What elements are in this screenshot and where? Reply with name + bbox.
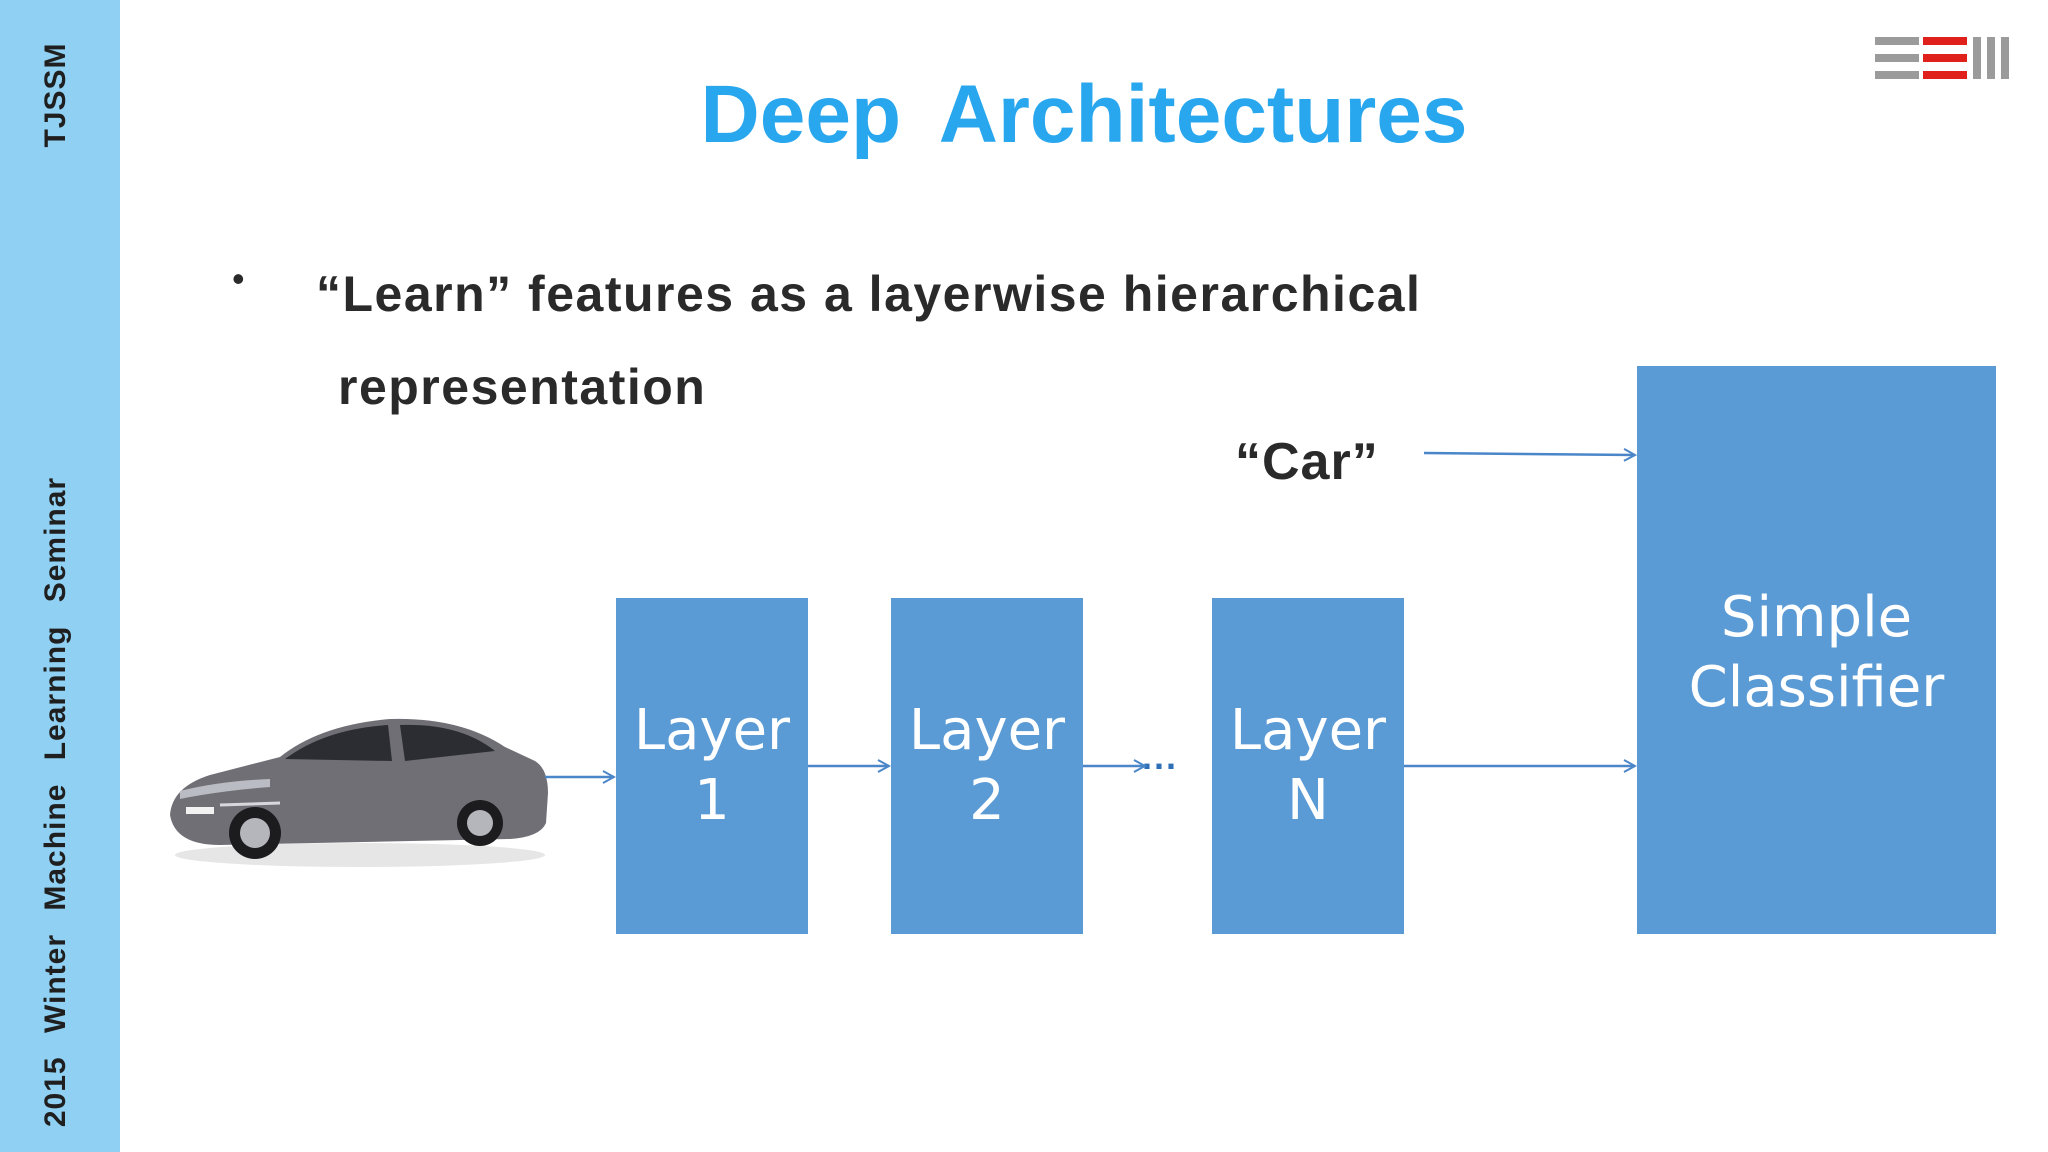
- bullet-marker: •: [232, 258, 245, 299]
- layer-1-number: 1: [694, 768, 730, 833]
- sidebar-band: [0, 0, 120, 1152]
- simple-classifier-box: Simple Classifier: [1637, 366, 1996, 934]
- striped-logo-icon: [1875, 37, 2009, 79]
- layer-2-box: Layer 2: [891, 598, 1083, 934]
- classifier-line-1: Simple: [1720, 585, 1913, 650]
- ellipsis-connector: ...: [1142, 736, 1179, 777]
- sedan-car-image: [170, 718, 548, 867]
- layer-1-title: Layer: [633, 698, 791, 763]
- bullet-line-2: representation: [338, 359, 707, 415]
- bullet-line-1: “Learn” features as a layerwise hierarch…: [316, 266, 1422, 322]
- arrow-car-label-to-classifier: [1423, 453, 1635, 455]
- layer-1-box: Layer 1: [616, 598, 808, 934]
- layer-n-number: N: [1287, 768, 1329, 833]
- layer-2-title: Layer: [908, 698, 1066, 763]
- car-output-label: “Car”: [1235, 433, 1379, 491]
- slide-title: Deep Architectures: [700, 69, 1468, 160]
- bullet-text: “Learn” features as a layerwise hierarch…: [316, 248, 1666, 434]
- classifier-line-2: Classifier: [1688, 655, 1945, 720]
- layer-n-box: Layer N: [1212, 598, 1404, 934]
- layer-2-number: 2: [969, 768, 1005, 833]
- layer-n-title: Layer: [1229, 698, 1387, 763]
